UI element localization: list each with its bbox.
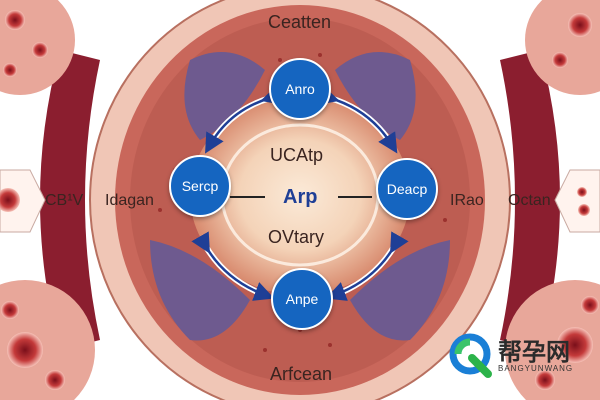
label-right-outer: Octan <box>508 192 551 209</box>
label-right-inner: IRao <box>450 192 484 209</box>
tissue-bottom-left <box>0 280 95 400</box>
left-panel-cell <box>0 188 20 212</box>
node-left: Sercp <box>169 155 231 217</box>
right-panel-cell-1 <box>577 187 587 197</box>
left-dark-band <box>40 50 100 350</box>
node-bottom: Anpe <box>271 268 333 330</box>
logo-q-icon <box>449 333 492 378</box>
tissue-speckles <box>158 53 447 352</box>
arrow-bottom-right <box>325 231 409 301</box>
left-cell-panel <box>0 169 46 233</box>
node-top: Anro <box>269 58 331 120</box>
logo-chinese: 帮孕网 <box>498 338 570 366</box>
label-center-mid: Arp <box>283 186 318 208</box>
label-center-top: UCAtp <box>270 145 324 165</box>
logo-sub: BANGYUNWANG <box>498 364 574 373</box>
node-right: Deacp <box>376 158 438 220</box>
label-center-bottom: OVtary <box>268 227 325 247</box>
right-cell-panel <box>554 169 600 233</box>
cell-icon <box>1 10 599 390</box>
arrow-top-right <box>317 85 398 154</box>
label-top: Ceatten <box>268 12 332 32</box>
label-left-outer: CB¹V <box>45 192 84 209</box>
right-panel-cell-2 <box>578 204 590 216</box>
arrow-top-left <box>205 85 283 154</box>
arrow-bottom-left <box>191 231 275 301</box>
right-dark-band <box>500 50 560 350</box>
watermark-logo: 帮孕网 BANGYUNWANG <box>448 330 598 382</box>
label-left-inner: Idagan <box>105 192 154 209</box>
label-bottom: Arfcean <box>270 364 333 384</box>
tissue-bottom-right <box>505 280 600 400</box>
